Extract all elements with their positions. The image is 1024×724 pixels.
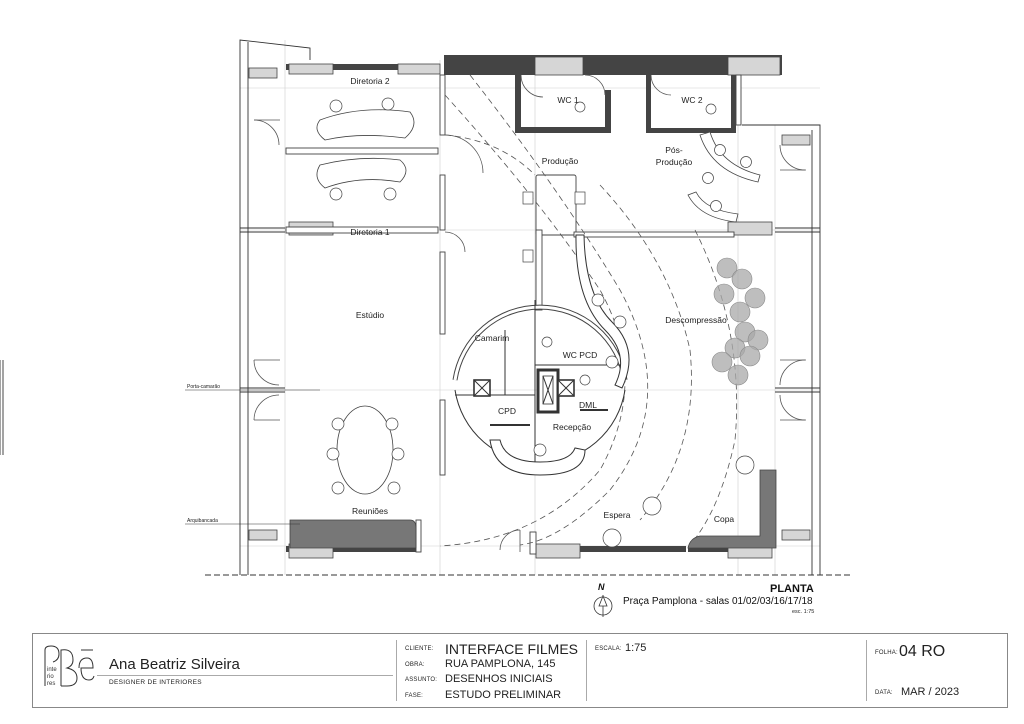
chairs bbox=[326, 97, 755, 548]
label-pos-producao-2: Produção bbox=[656, 157, 693, 167]
label-wc2: WC 2 bbox=[681, 95, 703, 105]
label-cpd: CPD bbox=[498, 406, 516, 416]
fase-label: FASE: bbox=[405, 693, 424, 699]
label-recepcao: Recepção bbox=[553, 422, 592, 432]
title-block: inte rio res Ana Beatriz Silveira DESIGN… bbox=[32, 633, 1008, 708]
title-block-divider-2 bbox=[586, 640, 587, 701]
label-dml: DML bbox=[579, 400, 597, 410]
cliente-value: INTERFACE FILMES bbox=[445, 641, 579, 657]
cliente-label: CLIENTE: bbox=[405, 646, 434, 652]
label-reunioes: Reuniões bbox=[352, 506, 388, 516]
partitions bbox=[285, 74, 742, 555]
label-descompressao: Descompressão bbox=[665, 315, 727, 325]
label-diretoria1: Diretoria 1 bbox=[350, 227, 389, 237]
data-value: MAR / 2023 bbox=[901, 686, 960, 698]
fase-value: ESTUDO PRELIMINAR bbox=[445, 689, 562, 701]
label-wc1: WC 1 bbox=[557, 95, 579, 105]
escala-label: ESCALA: bbox=[595, 646, 622, 652]
label-producao: Produção bbox=[542, 156, 579, 166]
circulation-arcs bbox=[439, 74, 737, 547]
plan-title: PLANTA bbox=[770, 583, 814, 595]
logo-text-3: res bbox=[47, 681, 55, 687]
logo-text-1: inte bbox=[47, 667, 57, 673]
annotation-leaders bbox=[185, 389, 320, 525]
title-block-divider-1 bbox=[396, 640, 397, 701]
circular-core bbox=[452, 234, 630, 476]
north-label: N bbox=[598, 582, 605, 592]
label-copa: Copa bbox=[714, 514, 735, 524]
label-espera: Espera bbox=[604, 510, 631, 520]
building-outline bbox=[0, 39, 850, 576]
logo-text-2: rio bbox=[47, 674, 54, 680]
label-diretoria2: Diretoria 2 bbox=[350, 76, 389, 86]
designer-underline bbox=[97, 675, 393, 676]
data-label: DATA: bbox=[875, 690, 893, 696]
label-camarim: Camarim bbox=[475, 333, 509, 343]
designer-role: DESIGNER DE INTERIORES bbox=[109, 679, 202, 686]
label-porta-camarao: Porta-camarão bbox=[187, 384, 220, 390]
folha-label: FOLHA: bbox=[875, 650, 898, 656]
escala-value: 1:75 bbox=[625, 642, 647, 654]
plan-scale-note: esc. 1:75 bbox=[792, 609, 815, 615]
folha-value: 04 RO bbox=[899, 643, 946, 660]
label-wc-pcd: WC PCD bbox=[563, 350, 597, 360]
doors bbox=[253, 74, 806, 552]
assunto-value: DESENHOS INICIAIS bbox=[445, 673, 553, 685]
floor-plan: Diretoria 2 Diretoria 1 WC 1 WC 2 Produç… bbox=[0, 39, 850, 617]
north-arrow-icon bbox=[593, 594, 613, 617]
label-arquibancada: Arquibancada bbox=[187, 518, 218, 524]
label-pos-producao-1: Pós- bbox=[665, 145, 683, 155]
title-block-divider-3 bbox=[866, 640, 867, 701]
ottomans bbox=[711, 257, 769, 386]
plan-subtitle: Praça Pamplona - salas 01/02/03/16/17/18 bbox=[623, 596, 813, 607]
designer-logo: inte rio res bbox=[44, 645, 95, 687]
obra-value: RUA PAMPLONA, 145 bbox=[445, 658, 556, 670]
designer-name: Ana Beatriz Silveira bbox=[109, 656, 240, 673]
obra-label: OBRA: bbox=[405, 662, 425, 668]
label-estudio: Estúdio bbox=[356, 310, 385, 320]
furniture bbox=[289, 109, 777, 549]
assunto-label: ASSUNTO: bbox=[405, 677, 438, 683]
